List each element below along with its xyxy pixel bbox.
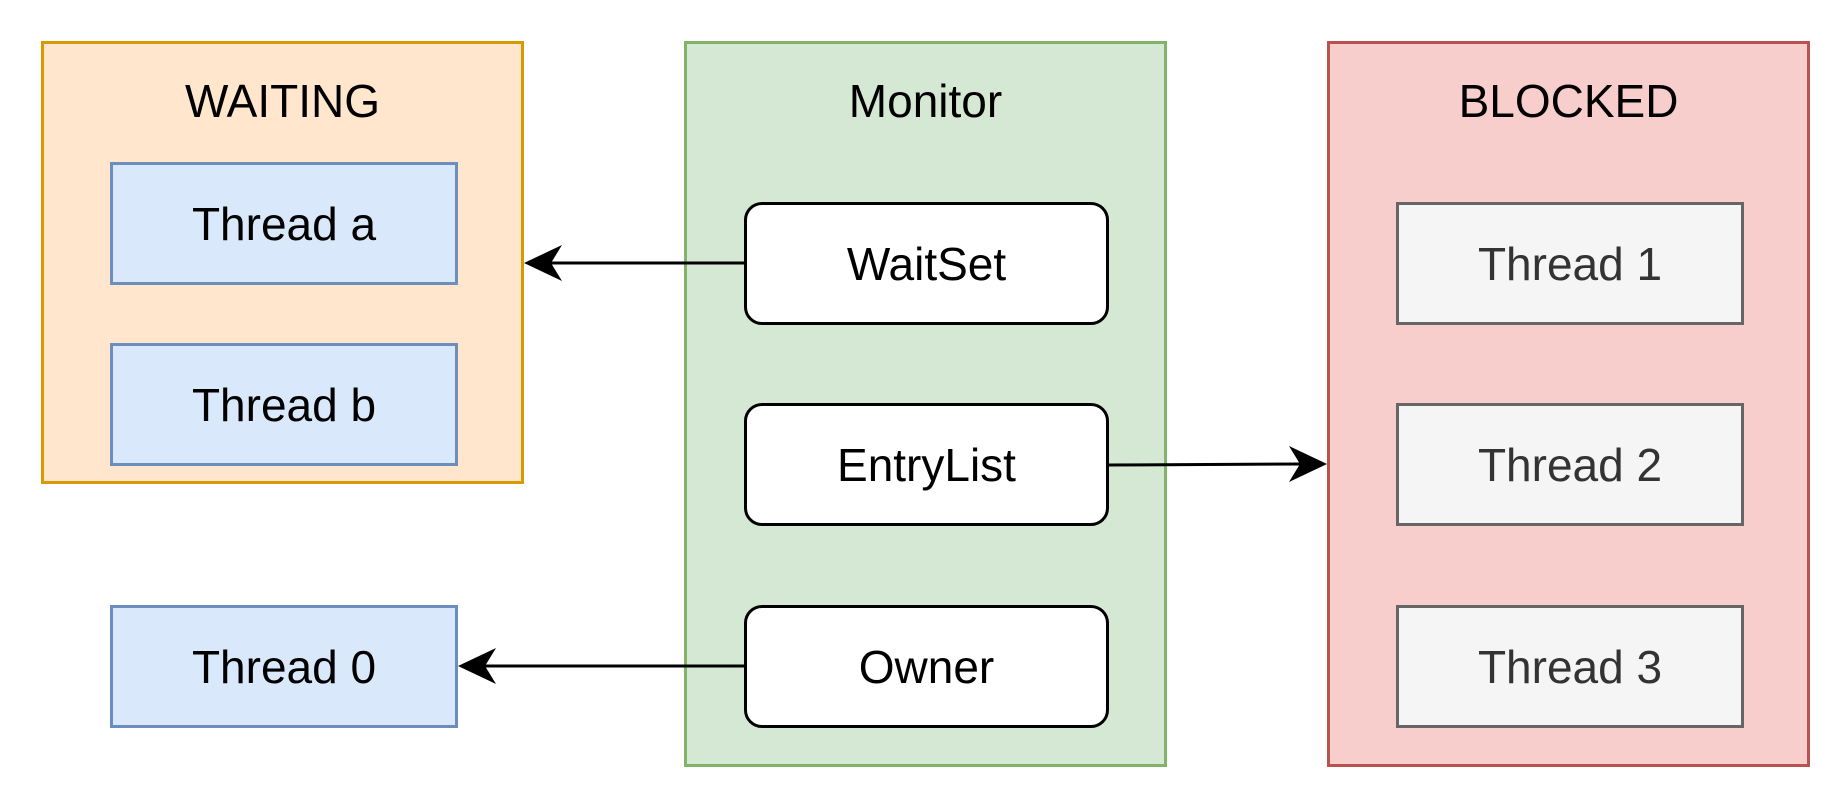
owner-to-thread0-arrow: [458, 648, 744, 684]
waitset-node[interactable]: WaitSet: [744, 202, 1109, 325]
thread-3-node[interactable]: Thread 3: [1396, 605, 1744, 728]
waiting-title: WAITING: [184, 75, 381, 127]
thread-0-node[interactable]: Thread 0: [110, 605, 458, 728]
monitor-title: Monitor: [848, 75, 1003, 127]
waitset-to-waiting-arrow: [524, 245, 744, 281]
blocked-title: BLOCKED: [1458, 75, 1679, 127]
entrylist-node[interactable]: EntryList: [744, 403, 1109, 526]
thread-b-node[interactable]: Thread b: [110, 343, 458, 466]
thread-2-node[interactable]: Thread 2: [1396, 403, 1744, 526]
thread-a-node[interactable]: Thread a: [110, 162, 458, 285]
thread-1-node[interactable]: Thread 1: [1396, 202, 1744, 325]
owner-node[interactable]: Owner: [744, 605, 1109, 728]
entrylist-to-blocked-arrow: [1108, 446, 1327, 482]
